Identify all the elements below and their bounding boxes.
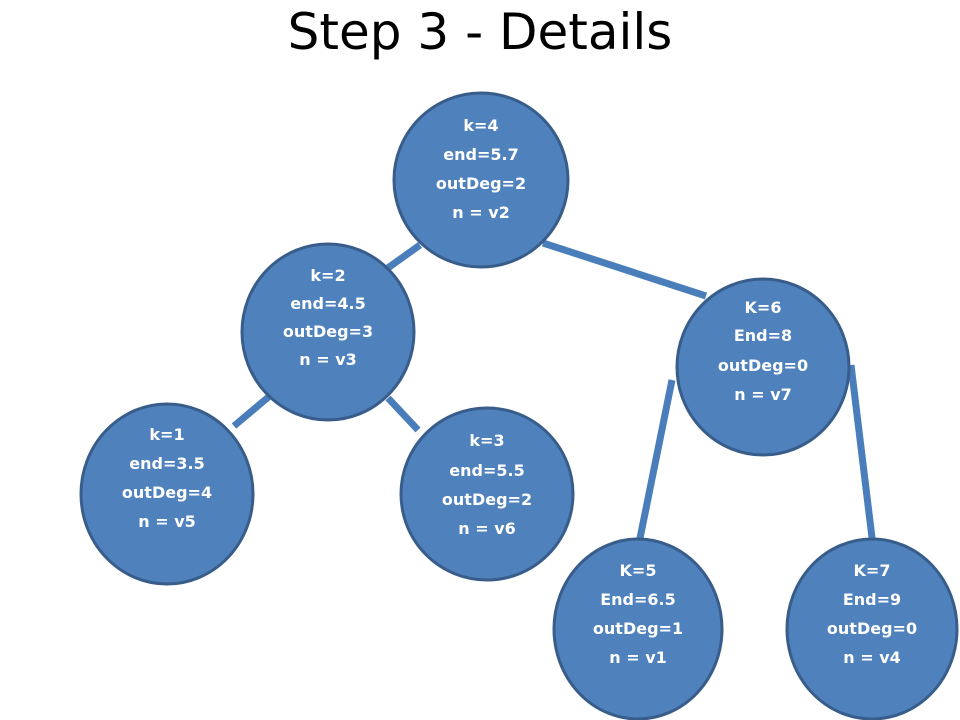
node-label-outdeg: outDeg=2 — [442, 490, 532, 509]
node-circle — [79, 402, 255, 586]
edge-v7-v1 — [632, 379, 676, 559]
node-circle — [399, 406, 575, 582]
node-label-outdeg: outDeg=2 — [436, 174, 526, 193]
tree-node-v2: k=4 end=5.7 outDeg=2 n = v2 — [392, 91, 570, 269]
node-label-n: n = v6 — [458, 519, 516, 538]
edge-v2-v7 — [541, 239, 708, 300]
node-circle — [552, 537, 724, 720]
node-label-k: k=4 — [463, 116, 498, 135]
tree-node-v3: k=2 end=4.5 outDeg=3 n = v3 — [240, 242, 416, 422]
node-label-end: end=5.5 — [449, 461, 524, 480]
tree-node-v5: k=1 end=3.5 outDeg=4 n = v5 — [79, 402, 255, 586]
node-label-n: n = v3 — [299, 350, 357, 369]
tree-node-v7: K=6 End=8 outDeg=0 n = v7 — [675, 277, 851, 457]
edge-v3-v6 — [385, 395, 421, 433]
edge-v2-v3 — [382, 242, 423, 273]
node-label-end: end=3.5 — [129, 454, 204, 473]
node-label-outdeg: outDeg=4 — [122, 483, 212, 502]
node-label-outdeg: outDeg=0 — [827, 619, 917, 638]
node-label-outdeg: outDeg=1 — [593, 619, 683, 638]
node-label-k: K=6 — [745, 298, 782, 317]
tree-node-v6: k=3 end=5.5 outDeg=2 n = v6 — [399, 406, 575, 582]
tree-node-v4: K=7 End=9 outDeg=0 n = v4 — [785, 537, 959, 720]
node-label-outdeg: outDeg=0 — [718, 356, 808, 375]
node-label-outdeg: outDeg=3 — [283, 322, 373, 341]
node-label-n: n = v1 — [609, 648, 667, 667]
node-label-end: End=8 — [734, 326, 792, 345]
node-label-end: end=4.5 — [290, 294, 365, 313]
node-label-n: n = v7 — [734, 385, 792, 404]
node-circle — [240, 242, 416, 422]
node-label-k: K=5 — [620, 561, 657, 580]
node-label-k: k=3 — [469, 431, 504, 450]
node-label-n: n = v2 — [452, 203, 510, 222]
node-label-n: n = v5 — [138, 512, 196, 531]
edge-v7-v4 — [847, 364, 877, 547]
node-circle — [392, 91, 570, 269]
node-label-k: k=2 — [310, 266, 345, 285]
tree-node-v1: K=5 End=6.5 outDeg=1 n = v1 — [552, 537, 724, 720]
slide-title: Step 3 - Details — [287, 3, 673, 61]
node-circle — [785, 537, 959, 720]
node-label-k: K=7 — [854, 561, 891, 580]
node-label-n: n = v4 — [843, 648, 901, 667]
node-circle — [675, 277, 851, 457]
node-label-k: k=1 — [149, 425, 184, 444]
node-label-end: End=6.5 — [600, 590, 676, 609]
node-label-end: End=9 — [843, 590, 901, 609]
edge-v3-v5 — [231, 391, 275, 429]
node-label-end: end=5.7 — [443, 145, 518, 164]
